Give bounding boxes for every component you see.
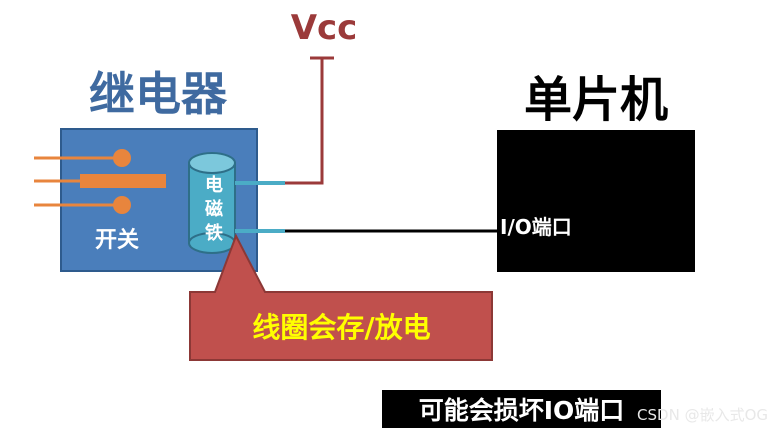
coil-top [188,152,236,174]
warning-caption: 可能会损坏IO端口 [418,396,625,425]
coil-note-text: 线圈会存/放电 [252,311,431,344]
mcu-title: 单片机 [523,72,668,128]
vcc-wire [285,58,324,185]
switch-contact-bottom [113,196,131,214]
mcu-box [497,130,695,272]
relay-title: 继电器 [89,67,227,121]
warning-caption-bg [382,390,661,428]
switch-armature [80,174,166,188]
switch-label: 开关 [94,228,139,253]
switch-contact-top [113,149,131,167]
io-port-label: I/O端口 [500,215,572,239]
coil-label: 电 磁 铁 [205,175,223,244]
coil-note-callout [189,233,493,361]
watermark: CSDN @嵌入式OG [637,406,768,424]
vcc-label: Vcc [290,8,358,48]
